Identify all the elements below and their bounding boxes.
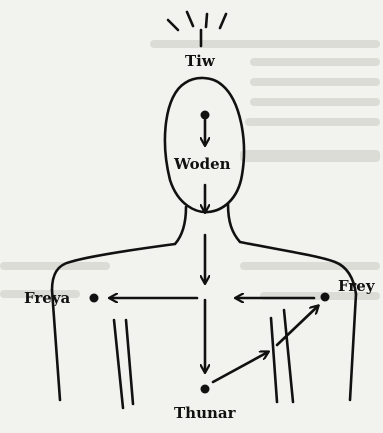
head-point bbox=[201, 111, 210, 120]
label-crown: Tiw bbox=[185, 52, 215, 70]
label-base: Thunar bbox=[174, 404, 236, 422]
label-left-shoulder: Freya bbox=[24, 289, 70, 307]
label-right-shoulder: Frey bbox=[338, 277, 375, 295]
left-shoulder-point bbox=[90, 294, 99, 303]
base-point bbox=[201, 385, 210, 394]
radiance-strokes bbox=[168, 12, 226, 46]
right-shoulder-point bbox=[321, 293, 330, 302]
label-head: Woden bbox=[174, 155, 231, 173]
arrow-base-to-right bbox=[213, 352, 268, 382]
